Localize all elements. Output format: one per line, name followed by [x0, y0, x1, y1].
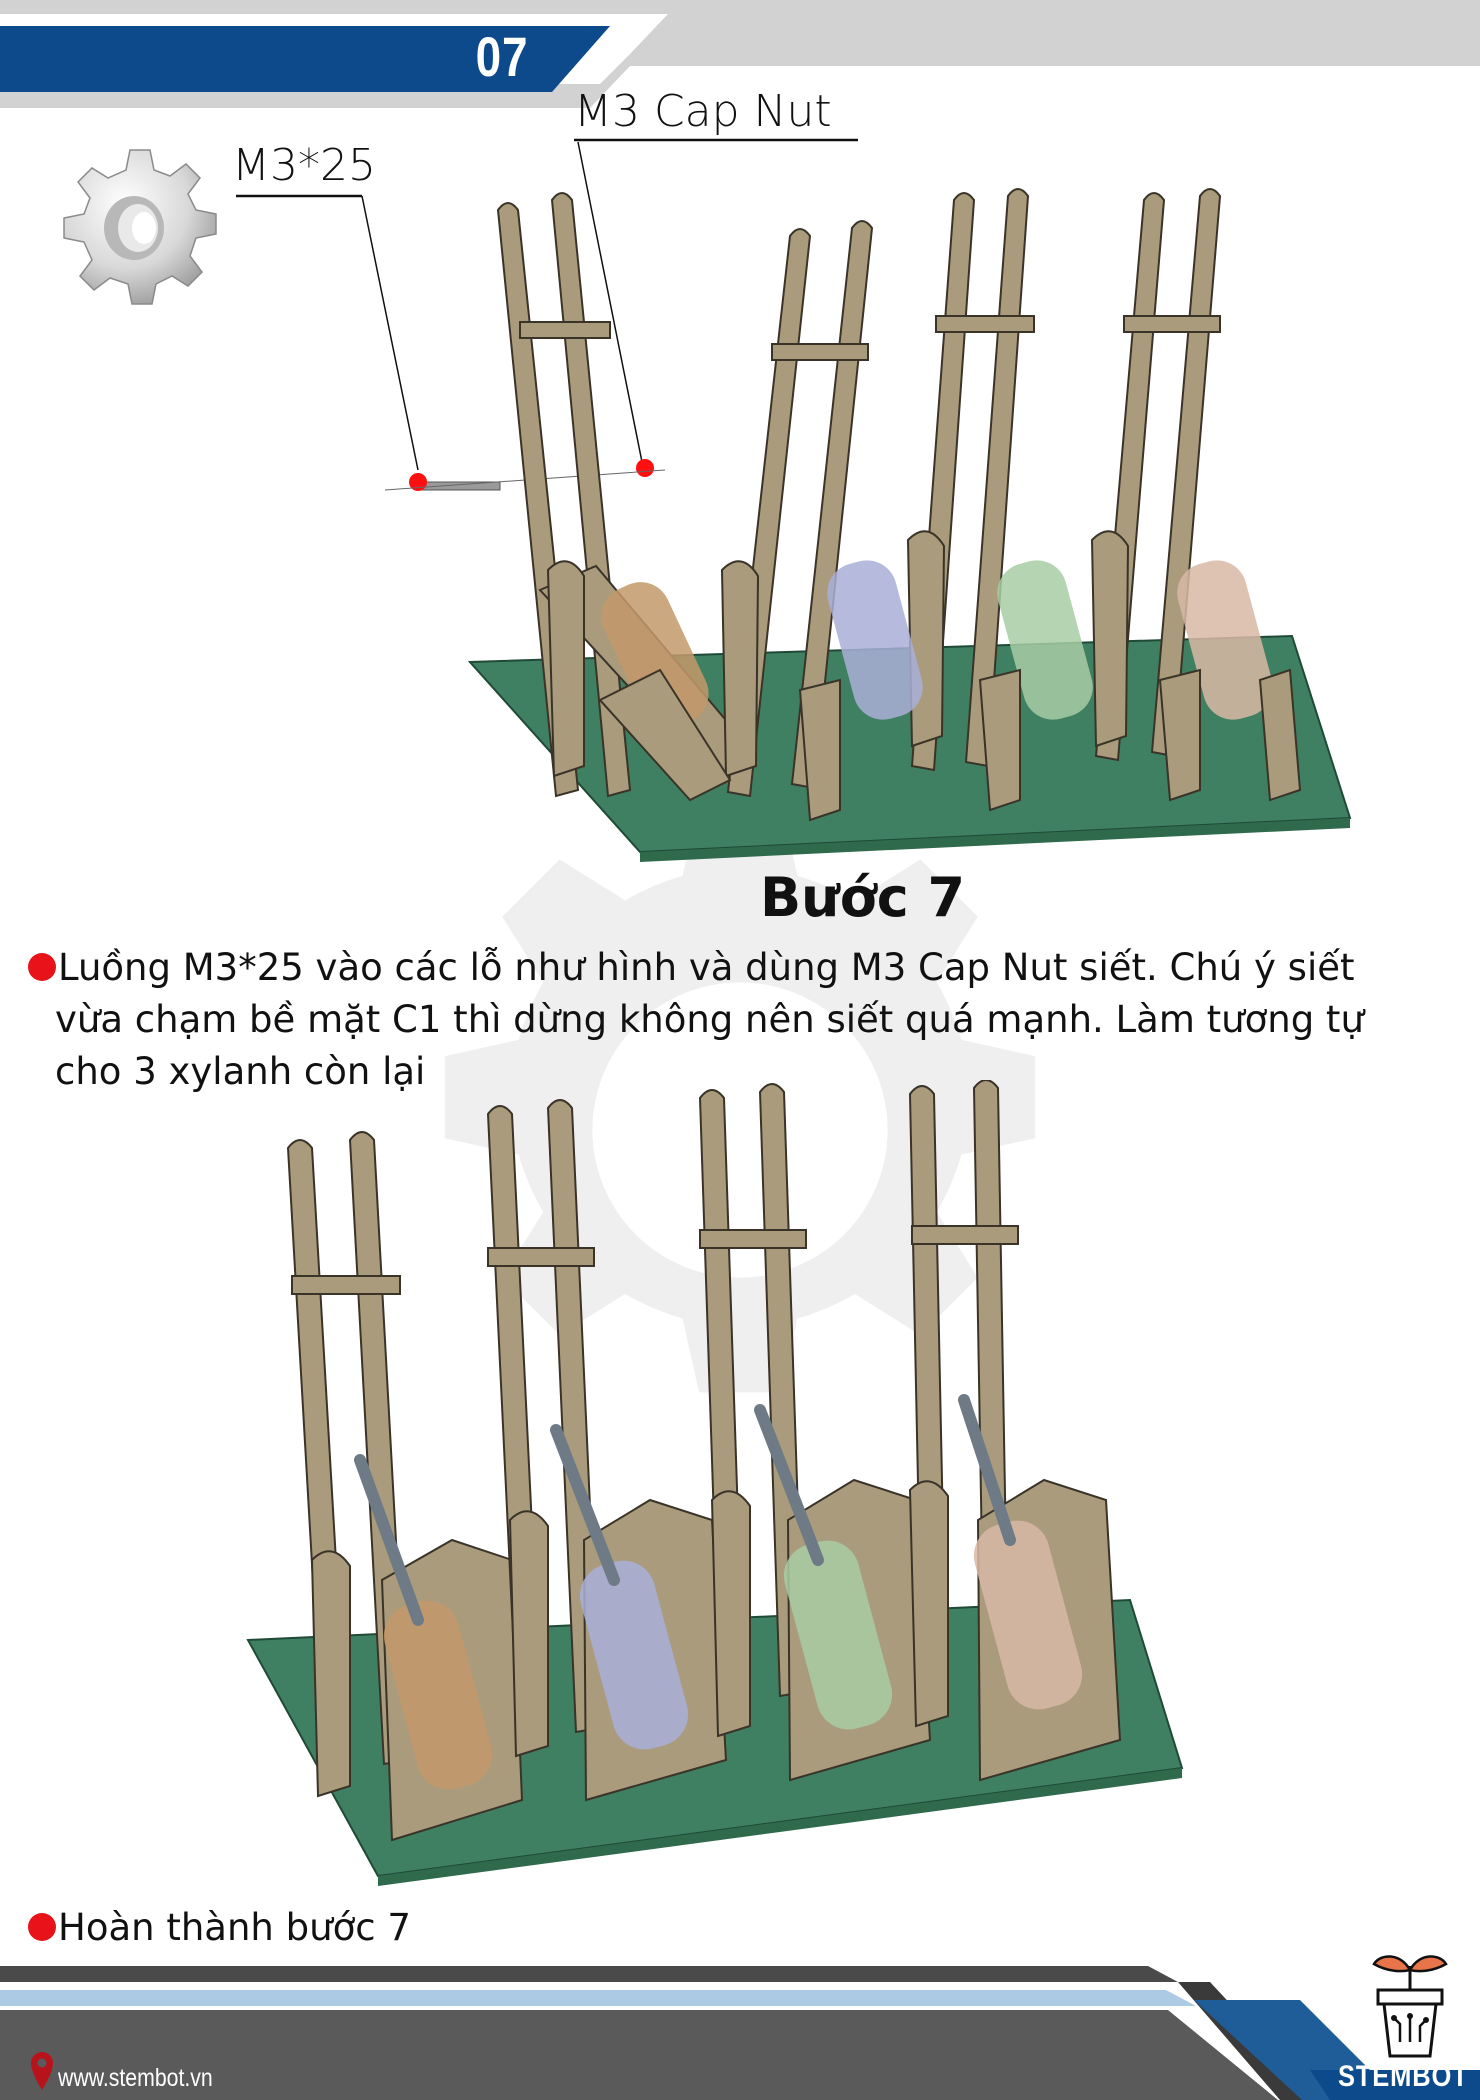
watermark-gear-icon [444, 802, 1036, 1393]
website-link[interactable]: www.stembot.vn [58, 2064, 213, 2092]
instruction-line-2: vừa chạm bề mặt C1 thì dừng không nên si… [55, 998, 1364, 1041]
header-banner [0, 0, 1480, 108]
instruction-line-3: cho 3 xylanh còn lại [55, 1050, 426, 1093]
brand-name: STEMBOT [1338, 2060, 1469, 2093]
footer-banner [0, 1966, 1480, 2100]
screw-label: M3*25 [232, 140, 376, 191]
gear-icon [63, 149, 217, 305]
step-complete: Hoàn thành bước 7 [28, 1906, 411, 1949]
step-instruction: Luồng M3*25 vào các lỗ như hình và dùng … [28, 942, 1448, 1098]
instruction-line-1: Luồng M3*25 vào các lỗ như hình và dùng … [58, 946, 1355, 989]
step-title: Bước 7 [760, 866, 966, 929]
assembly-illustration-bottom [246, 1080, 1184, 1886]
complete-text: Hoàn thành bước 7 [58, 1906, 411, 1949]
plant-robot-logo-icon [1372, 1955, 1448, 2058]
location-pin-icon [31, 2052, 53, 2090]
page-number: 07 [475, 25, 529, 88]
bullet-icon [28, 1912, 56, 1941]
assembly-illustration-top [236, 138, 1352, 862]
cap-nut-label: M3 Cap Nut [574, 86, 832, 137]
bullet-icon [28, 952, 56, 981]
